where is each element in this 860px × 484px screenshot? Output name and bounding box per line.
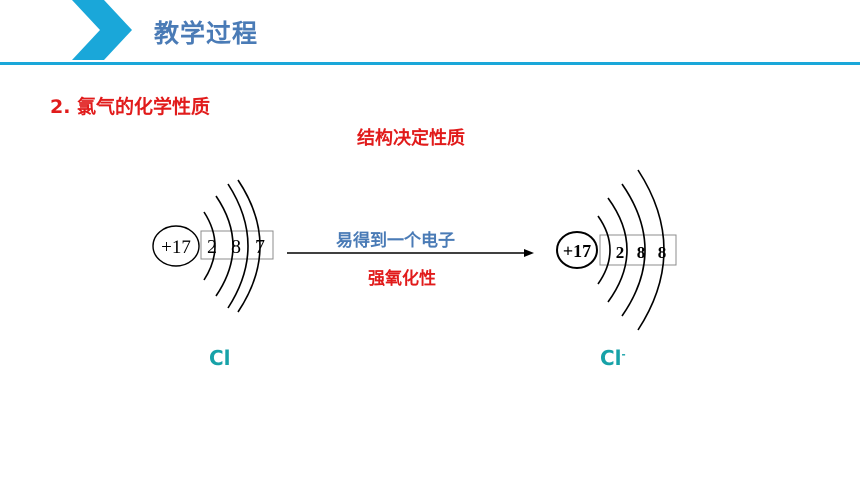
atom-shell-2: 8 (231, 236, 241, 258)
header-band (0, 0, 860, 64)
ion-shell-arc-3 (621, 183, 646, 317)
ion-charge: - (621, 349, 626, 361)
section-title: 2. 氯气的化学性质 (50, 96, 211, 118)
arrow-top-label: 易得到一个电子 (336, 231, 455, 251)
ion-shell-arc-2 (607, 197, 628, 303)
ion-shell-2: 8 (637, 243, 646, 262)
chlorine-atom-diagram: +17 2 8 7 (152, 179, 274, 313)
header-divider (0, 62, 860, 65)
ion-shell-1: 2 (616, 243, 625, 262)
atom-shell-arc-3 (227, 183, 249, 309)
ion-nucleus-label: +17 (563, 241, 591, 261)
chloride-ion-diagram: +17 2 8 8 (556, 169, 677, 331)
ion-nucleus-circle (556, 231, 598, 269)
atom-symbol-text: Cl (209, 346, 231, 370)
atom-shell-arc-1 (203, 211, 216, 281)
atom-symbol: Cl (209, 346, 231, 370)
atom-nucleus-circle (152, 225, 200, 267)
atom-shell-1: 2 (207, 236, 217, 258)
subtitle: 结构决定性质 (357, 128, 465, 149)
ion-symbol: Cl- (600, 346, 626, 370)
ion-shell-arc-1 (597, 215, 611, 285)
atom-nucleus-label: +17 (161, 237, 191, 258)
atom-shell-arc-4 (237, 179, 261, 313)
atom-shell-arc-2 (215, 195, 234, 297)
reaction-arrow (287, 249, 534, 257)
ion-symbol-text: Cl (600, 346, 622, 370)
arrow-bottom-label: 强氧化性 (368, 269, 436, 289)
ion-shell-arc-4 (637, 169, 665, 331)
atom-shell-box (200, 230, 274, 260)
ion-shell-3: 8 (658, 243, 667, 262)
chevron-right-icon (72, 0, 132, 60)
page-title: 教学过程 (154, 19, 259, 48)
